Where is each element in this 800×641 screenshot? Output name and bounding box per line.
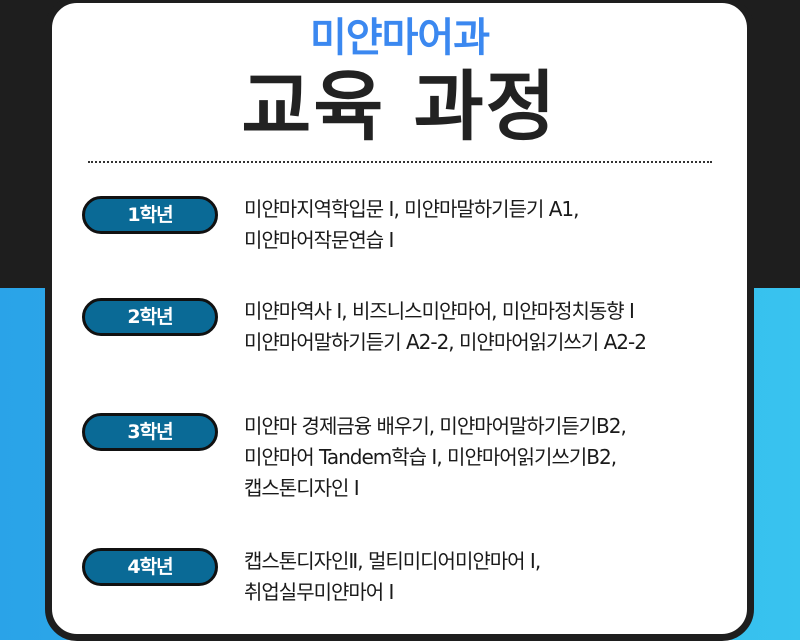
department-subtitle: 미얀마어과	[310, 15, 490, 61]
course-list: 캡스톤디자인Ⅱ, 멀티미디어미얀마어 I, 취업실무미얀마어 I	[244, 546, 744, 608]
course-line: 미얀마 경제금융 배우기, 미얀마어말하기듣기B2,	[244, 414, 627, 438]
course-line: 캡스톤디자인 Ⅰ	[244, 476, 360, 500]
year-badge: 1학년	[82, 196, 218, 234]
dotted-divider	[88, 161, 712, 163]
course-line: 취업실무미얀마어 I	[244, 580, 394, 604]
course-list: 미얀마지역학입문 Ⅰ, 미얀마말하기듣기 A1, 미얀마어작문연습 Ⅰ	[244, 194, 744, 256]
course-list: 미얀마 경제금융 배우기, 미얀마어말하기듣기B2, 미얀마어 Tandem학습…	[244, 411, 744, 504]
course-line: 캡스톤디자인Ⅱ, 멀티미디어미얀마어 I,	[244, 549, 541, 573]
course-line: 미얀마어작문연습 Ⅰ	[244, 228, 394, 252]
course-line: 미얀마어 Tandem학습 Ⅰ, 미얀마어읽기쓰기B2,	[244, 445, 617, 469]
course-line: 미얀마역사 Ⅰ, 비즈니스미얀마어, 미얀마정치동향 Ⅰ	[244, 299, 635, 323]
year-badge: 2학년	[82, 298, 218, 336]
course-line: 미얀마지역학입문 Ⅰ, 미얀마말하기듣기 A1,	[244, 197, 580, 221]
year-badge: 3학년	[82, 413, 218, 451]
course-list: 미얀마역사 Ⅰ, 비즈니스미얀마어, 미얀마정치동향 Ⅰ 미얀마어말하기듣기 A…	[244, 296, 744, 358]
year-badge: 4학년	[82, 548, 218, 586]
course-line: 미얀마어말하기듣기 A2-2, 미얀마어읽기쓰기 A2-2	[244, 330, 647, 354]
page-title: 교육 과정	[241, 62, 558, 151]
curriculum-card: 미얀마어과 교육 과정 1학년 미얀마지역학입문 Ⅰ, 미얀마말하기듣기 A1,…	[45, 0, 754, 641]
